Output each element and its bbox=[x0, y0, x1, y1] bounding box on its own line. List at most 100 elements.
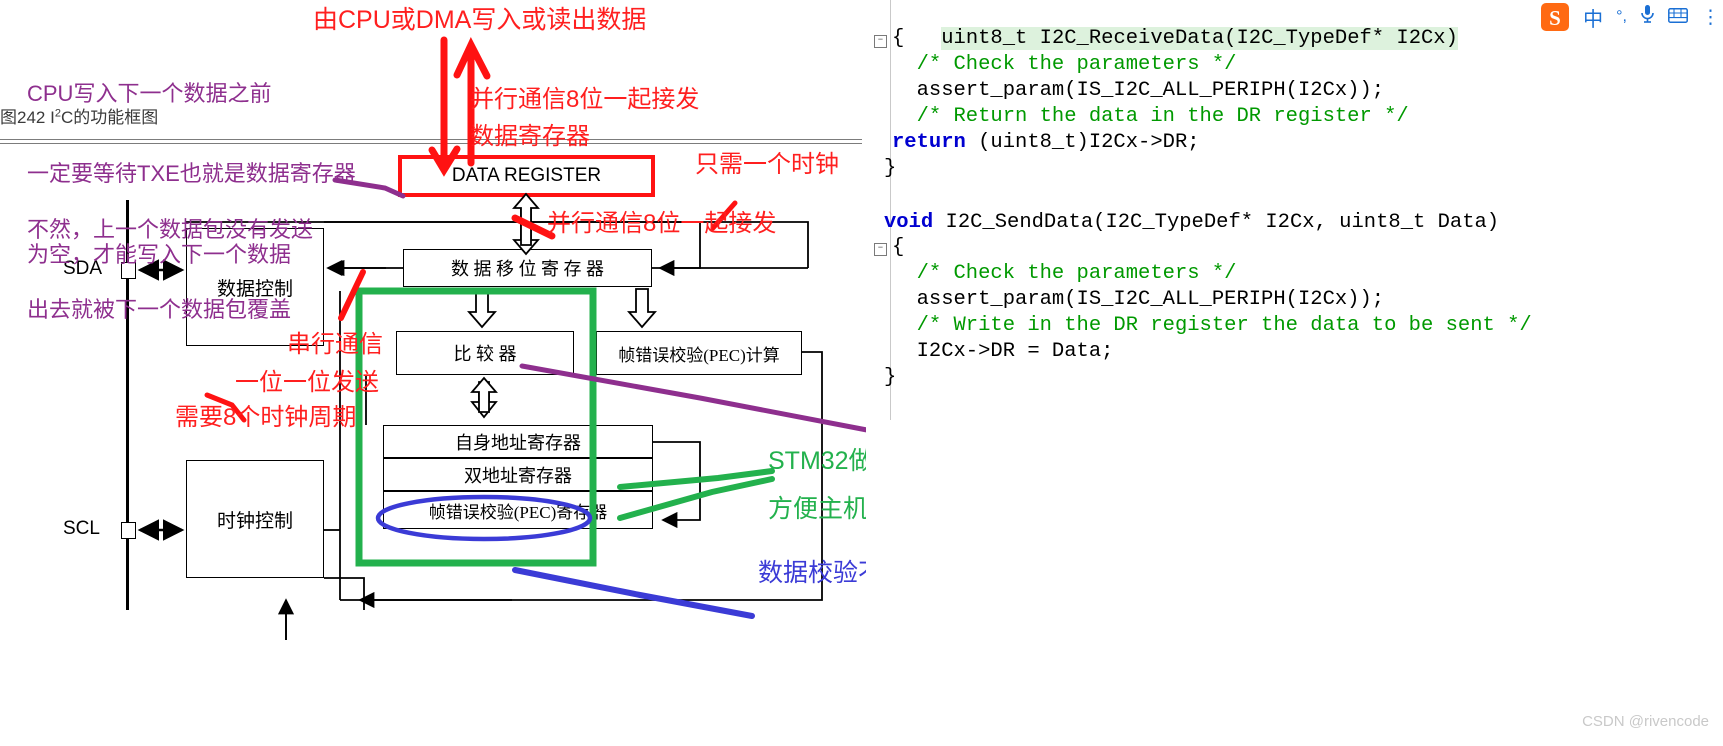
data-control-label: 数据控制 bbox=[216, 278, 293, 300]
annotation-parallel-8bit-bottom: 并行通信8位一起接发 bbox=[547, 209, 776, 238]
comparator-label: 比 较 器 bbox=[453, 344, 517, 364]
code-line-receivedata-assert: assert_param(IS_I2C_ALL_PERIPH(I2Cx)); bbox=[892, 79, 1385, 102]
ime-soft-keyboard-icon[interactable] bbox=[1668, 6, 1688, 29]
sogou-logo-icon[interactable]: S bbox=[1540, 2, 1570, 32]
code-senddata-name: I2C_SendData bbox=[945, 211, 1094, 234]
code-receivedata-args: (I2C_TypeDef* I2Cx) bbox=[1224, 27, 1458, 50]
code-line-senddata-open-brace: { bbox=[892, 236, 904, 259]
code-editor-pane[interactable]: uint8_t I2C_ReceiveData(I2C_TypeDef* I2C… bbox=[866, 0, 1723, 746]
annotation-overwrite-note-line-0: 不然，上一个数据包没有发送 bbox=[27, 216, 314, 242]
annotation-cpu-dma-note: 由CPU或DMA写入或读出数据 bbox=[313, 5, 646, 36]
clock-control-label: 时钟控制 bbox=[216, 510, 293, 532]
annotation-bit-by-bit-text: 一位一位发送 bbox=[235, 369, 379, 396]
code-receivedata-type: uint8_t bbox=[941, 27, 1040, 50]
annotation-serial-comm: 串行通信 bbox=[287, 330, 383, 359]
csdn-watermark: CSDN @rivencode bbox=[1582, 713, 1709, 730]
annotation-cpu-dma-note-text: 由CPU或DMA写入或读出数据 bbox=[313, 6, 647, 34]
code-fold-marker-1[interactable]: − bbox=[874, 35, 887, 48]
figure-caption-main: I bbox=[50, 108, 55, 127]
code-line-receivedata-close-brace: } bbox=[884, 157, 896, 180]
clock-control-block: 时钟控制 bbox=[186, 460, 324, 578]
annotation-parallel-8bit-top: 并行通信8位一起接发 bbox=[470, 85, 699, 114]
dual-address-register-label: 双地址寄存器 bbox=[464, 465, 572, 486]
scl-label: SCL bbox=[63, 518, 100, 539]
pec-register-block: 帧错误校验(PEC)寄存器 bbox=[383, 491, 653, 529]
comparator-block: 比 较 器 bbox=[396, 331, 574, 375]
code-line-receivedata-signature: uint8_t I2C_ReceiveData(I2C_TypeDef* I2C… bbox=[892, 4, 1458, 73]
data-register-highlight-box bbox=[398, 155, 655, 197]
code-senddata-open-brace-text: { bbox=[892, 236, 905, 259]
code-receivedata-close-brace-text: } bbox=[884, 157, 897, 180]
code-receivedata-name: I2C_ReceiveData bbox=[1039, 27, 1225, 50]
code-senddata-comment-1-text: /* Check the parameters */ bbox=[892, 262, 1237, 285]
ime-voice-input-icon[interactable] bbox=[1640, 4, 1655, 30]
shift-register-label: 数 据 移 位 寄 存 器 bbox=[451, 259, 604, 279]
sda-pad bbox=[121, 262, 136, 279]
annotation-serial-comm-text: 串行通信 bbox=[287, 331, 383, 358]
code-senddata-args: (I2C_TypeDef* I2Cx, uint8_t Data) bbox=[1093, 211, 1500, 234]
code-line-senddata-assert: assert_param(IS_I2C_ALL_PERIPH(I2Cx)); bbox=[892, 288, 1385, 311]
code-receivedata-comment-2-text: /* Return the data in the DR register */ bbox=[892, 105, 1409, 128]
annotation-overwrite-note-line-1: 出去就被下一个数据包覆盖 bbox=[27, 297, 292, 323]
annotation-parallel-8bit-bottom-text: 并行通信8位一起接发 bbox=[547, 210, 777, 237]
code-line-receivedata-comment-1: /* Check the parameters */ bbox=[892, 53, 1237, 76]
code-line-senddata-assign: I2Cx->DR = Data; bbox=[892, 340, 1114, 363]
code-fold-marker-2[interactable]: − bbox=[874, 243, 887, 256]
figure-caption-superscript: 2 bbox=[54, 107, 61, 120]
ime-punctuation-mode-icon[interactable]: °, bbox=[1616, 8, 1627, 25]
annotation-txe-note: CPU写入下一个数据之前 一定要等待TXE也就是数据寄存器 为空，才能写入下一个… bbox=[27, 27, 356, 295]
annotation-eight-clocks: 需要8个时钟周期 bbox=[175, 403, 356, 432]
code-senddata-close-brace-text: } bbox=[884, 366, 897, 389]
code-line-senddata-close-brace: } bbox=[884, 366, 896, 389]
pec-calc-block: 帧错误校验(PEC)计算 bbox=[596, 331, 802, 375]
code-line-senddata-comment-1: /* Check the parameters */ bbox=[892, 262, 1237, 285]
code-senddata-assert-text: assert_param(IS_I2C_ALL_PERIPH(I2Cx)); bbox=[892, 288, 1385, 311]
pec-calc-label: 帧错误校验(PEC)计算 bbox=[618, 345, 780, 365]
annotation-txe-note-line-2: 为空，才能写入下一个数据 bbox=[27, 241, 292, 267]
annotation-txe-note-line-1: 一定要等待TXE也就是数据寄存器 bbox=[27, 161, 356, 187]
page-rule-bottom bbox=[0, 143, 862, 144]
code-receivedata-assert-text: assert_param(IS_I2C_ALL_PERIPH(I2Cx)); bbox=[892, 79, 1385, 102]
page-rule-top bbox=[0, 139, 862, 140]
annotation-txe-note-line-0: CPU写入下一个数据之前 bbox=[27, 80, 272, 106]
annotation-one-clock-only-text: 只需一个时钟 bbox=[695, 151, 839, 178]
shift-register-block: 数 据 移 位 寄 存 器 bbox=[403, 249, 652, 287]
code-line-senddata-signature: void I2C_SendData(I2C_TypeDef* I2Cx, uin… bbox=[884, 211, 1499, 234]
annotation-bit-by-bit: 一位一位发送 bbox=[235, 368, 379, 397]
code-receivedata-return-expr: (uint8_t)I2Cx->DR; bbox=[965, 131, 1200, 154]
sogou-logo-letter: S bbox=[1549, 6, 1561, 30]
code-line-senddata-comment-2: /* Write in the DR register the data to … bbox=[892, 314, 1532, 337]
annotation-data-register-cn: 数据寄存器 bbox=[470, 122, 590, 151]
ime-language-mode-icon[interactable]: 中 bbox=[1583, 8, 1604, 31]
code-line-receivedata-open-brace: { bbox=[892, 27, 904, 50]
code-receivedata-comment-1-text: /* Check the parameters */ bbox=[892, 53, 1237, 76]
sogou-ime-toolbar[interactable]: S 中 °, ⋮ bbox=[1540, 0, 1723, 34]
annotation-data-register-cn-text: 数据寄存器 bbox=[470, 123, 590, 150]
code-receivedata-open-brace-text: { bbox=[892, 27, 905, 50]
own-address-register-block: 自身地址寄存器 bbox=[383, 425, 653, 458]
code-line-receivedata-comment-2: /* Return the data in the DR register */ bbox=[892, 105, 1409, 128]
data-register-label: DATA REGISTER bbox=[451, 165, 602, 186]
pec-register-label: 帧错误校验(PEC)寄存器 bbox=[428, 502, 608, 522]
dual-address-register-block: 双地址寄存器 bbox=[383, 458, 653, 491]
figure-caption-rest: C的功能框图 bbox=[60, 108, 159, 127]
code-receivedata-return-keyword: return bbox=[892, 131, 966, 154]
code-fold-marker-1-glyph: − bbox=[877, 35, 884, 45]
code-fold-marker-2-glyph: − bbox=[877, 243, 884, 253]
ime-toolbox-icon[interactable]: ⋮ bbox=[1701, 6, 1720, 28]
annotation-eight-clocks-text: 需要8个时钟周期 bbox=[175, 404, 357, 431]
code-line-receivedata-return: return (uint8_t)I2Cx->DR; bbox=[892, 131, 1200, 154]
figure-caption: 图242 I2C的功能框图 bbox=[0, 103, 158, 128]
code-senddata-assign-text: I2Cx->DR = Data; bbox=[892, 340, 1114, 363]
scl-pad bbox=[121, 522, 136, 539]
annotation-one-clock-only: 只需一个时钟 bbox=[695, 150, 839, 179]
annotation-parallel-8bit-top-text: 并行通信8位一起接发 bbox=[470, 86, 700, 113]
code-senddata-comment-2-text: /* Write in the DR register the data to … bbox=[892, 314, 1532, 337]
own-address-register-label: 自身地址寄存器 bbox=[455, 432, 581, 453]
sda-label: SDA bbox=[63, 258, 103, 279]
code-senddata-type: void bbox=[884, 211, 946, 234]
annotation-overwrite-note: 不然，上一个数据包没有发送 出去就被下一个数据包覆盖 bbox=[27, 163, 313, 351]
bus-vertical-line bbox=[126, 200, 129, 610]
code-fold-gutter[interactable] bbox=[872, 0, 891, 420]
figure-caption-prefix: 图242 bbox=[0, 108, 51, 127]
